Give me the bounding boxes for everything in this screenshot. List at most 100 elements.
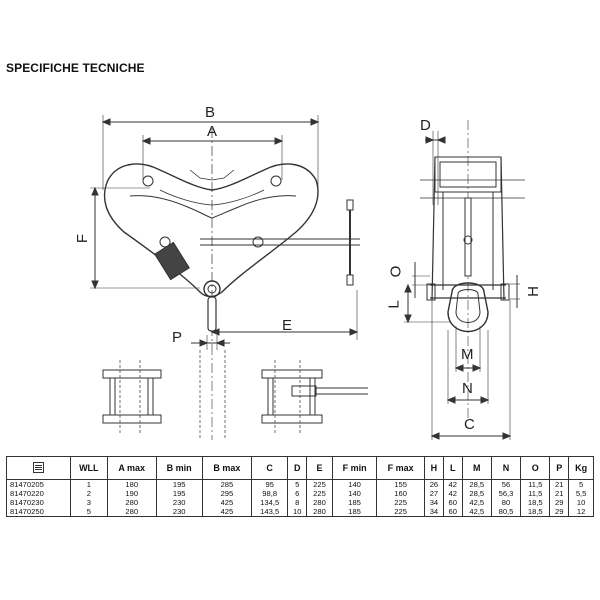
clamp-body-outline <box>103 163 319 298</box>
specifications-table: WLL A max B min B max C D E F min F max … <box>6 456 594 517</box>
column-header: Kg <box>568 456 594 480</box>
table-cell: 11,5 <box>520 489 551 498</box>
table-cell: 225 <box>306 489 333 498</box>
document-icon <box>32 461 44 473</box>
table-cell: 230 <box>155 507 203 517</box>
table-cell: 34 <box>424 507 444 517</box>
table-cell: 5 <box>69 507 108 517</box>
table-cell: 18,5 <box>520 507 551 517</box>
table-row: 81470205 1 180 195 285 95 5 225 140 155 … <box>6 479 594 489</box>
table-row: 81470250 5 280 230 425 143,5 10 280 185 … <box>6 507 594 517</box>
table-cell: 143,5 <box>251 507 289 517</box>
table-cell: 230 <box>155 498 203 507</box>
table-cell: 21 <box>549 489 570 498</box>
table-cell: 140 <box>331 479 378 489</box>
table-cell: 155 <box>376 479 425 489</box>
table-cell: 425 <box>201 507 253 517</box>
table-header-row: WLL A max B min B max C D E F min F max … <box>6 456 594 480</box>
label-m: M <box>461 346 474 363</box>
table-cell: 11,5 <box>520 479 551 489</box>
column-header: E <box>306 456 333 480</box>
page-title: SPECIFICHE TECNICHE <box>6 61 145 75</box>
label-h: H <box>524 286 542 297</box>
label-e: E <box>282 317 293 334</box>
table-cell: 10 <box>568 498 594 507</box>
table-cell: 185 <box>331 498 378 507</box>
column-header: F max <box>376 456 425 480</box>
table-cell: 56,3 <box>490 489 522 498</box>
table-cell: 195 <box>155 489 203 498</box>
column-header: B min <box>155 456 203 480</box>
label-l: L <box>385 300 403 309</box>
table-cell: 98,8 <box>251 489 289 498</box>
table-cell: 29 <box>549 498 570 507</box>
table-cell: 295 <box>201 489 253 498</box>
table-cell: 21 <box>549 479 570 489</box>
code-header <box>6 456 71 480</box>
table-cell: 56 <box>490 479 522 489</box>
table-cell: 160 <box>376 489 425 498</box>
table-cell: 12 <box>568 507 594 517</box>
table-cell: 185 <box>331 507 378 517</box>
table-cell: 95 <box>251 479 289 489</box>
table-cell: 42,5 <box>461 507 492 517</box>
table-cell: 280 <box>306 507 333 517</box>
column-header: A max <box>106 456 157 480</box>
table-cell: 80 <box>490 498 522 507</box>
table-cell: 26 <box>424 479 444 489</box>
table-cell: 81470230 <box>6 498 71 507</box>
table-cell: 28,5 <box>461 479 492 489</box>
label-d: D <box>420 117 431 134</box>
label-f: F <box>74 233 92 244</box>
column-header: L <box>442 456 463 480</box>
table-cell: 10 <box>287 507 308 517</box>
table-cell: 225 <box>306 479 333 489</box>
column-header: F min <box>331 456 378 480</box>
table-cell: 280 <box>106 507 157 517</box>
table-cell: 425 <box>201 498 253 507</box>
table-cell: 225 <box>376 507 425 517</box>
table-cell: 80,5 <box>490 507 522 517</box>
table-cell: 285 <box>201 479 253 489</box>
technical-drawing <box>90 115 525 440</box>
table-cell: 5 <box>568 479 594 489</box>
table-cell: 134,5 <box>251 498 289 507</box>
table-cell: 180 <box>106 479 157 489</box>
table-cell: 280 <box>306 498 333 507</box>
table-cell: 18,5 <box>520 498 551 507</box>
table-cell: 42,5 <box>461 498 492 507</box>
table-body: 81470205 1 180 195 285 95 5 225 140 155 … <box>6 479 594 517</box>
table-cell: 190 <box>106 489 157 498</box>
column-header: N <box>490 456 522 480</box>
label-plate <box>154 241 190 281</box>
table-cell: 3 <box>69 498 108 507</box>
label-a: A <box>207 123 218 140</box>
table-cell: 8 <box>287 498 308 507</box>
table-cell: 1 <box>69 479 108 489</box>
column-header: H <box>424 456 444 480</box>
column-header: O <box>520 456 551 480</box>
table-cell: 60 <box>442 498 463 507</box>
column-header: B max <box>201 456 253 480</box>
label-b: B <box>205 104 216 121</box>
table-cell: 60 <box>442 507 463 517</box>
label-c: C <box>464 416 475 433</box>
table-cell: 81470220 <box>6 489 71 498</box>
table-row: 81470220 2 190 195 295 98,8 6 225 140 16… <box>6 489 594 498</box>
label-n: N <box>462 380 473 397</box>
table-cell: 225 <box>376 498 425 507</box>
label-o: O <box>387 265 405 278</box>
column-header: WLL <box>69 456 108 480</box>
column-header: M <box>461 456 492 480</box>
table-cell: 195 <box>155 479 203 489</box>
table-cell: 2 <box>69 489 108 498</box>
table-row: 81470230 3 280 230 425 134,5 8 280 185 2… <box>6 498 594 507</box>
table-cell: 5 <box>287 479 308 489</box>
column-header: P <box>549 456 570 480</box>
table-cell: 140 <box>331 489 378 498</box>
table-cell: 42 <box>442 489 463 498</box>
column-header: D <box>287 456 308 480</box>
label-p: P <box>172 329 183 346</box>
table-cell: 27 <box>424 489 444 498</box>
table-cell: 42 <box>442 479 463 489</box>
